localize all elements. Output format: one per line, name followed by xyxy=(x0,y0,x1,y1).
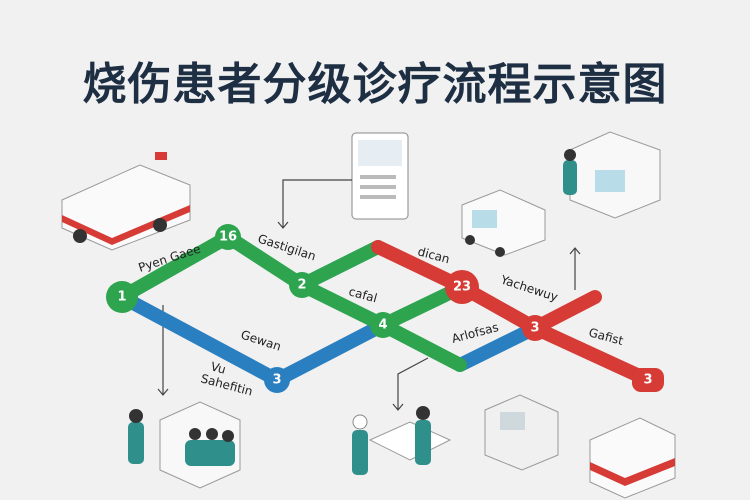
svg-text:23: 23 xyxy=(453,280,471,295)
green-route-2 xyxy=(295,240,385,292)
treatment-room-illustration xyxy=(563,131,661,219)
svg-text:16: 16 xyxy=(219,230,237,245)
label-vu: Vu xyxy=(209,359,227,376)
blue-route-2 xyxy=(453,321,542,372)
node-3-end[interactable]: 3 xyxy=(632,368,664,392)
svg-text:1: 1 xyxy=(117,290,126,305)
patients-waiting-illustration xyxy=(128,401,241,489)
doctor-desk-illustration xyxy=(352,406,452,475)
red-route xyxy=(371,240,655,387)
arrow-down-icon xyxy=(392,357,429,411)
ambulance-bottom-illustration xyxy=(589,417,676,499)
node-1[interactable]: 1 xyxy=(106,281,138,313)
ambulance-illustration xyxy=(61,152,191,251)
arrow-down-icon xyxy=(277,179,352,229)
label-gewan: Gewan xyxy=(239,328,283,354)
node-3-blue[interactable]: 3 xyxy=(264,367,290,393)
label-gafist: Gafist xyxy=(587,325,625,348)
svg-text:2: 2 xyxy=(297,278,306,293)
node-16[interactable]: 16 xyxy=(215,224,241,250)
medical-equipment-illustration xyxy=(484,394,559,471)
svg-text:3: 3 xyxy=(530,321,539,336)
node-3-red[interactable]: 3 xyxy=(522,315,548,341)
label-sahefitin: Sahefitin xyxy=(199,371,254,398)
node-4[interactable]: 4 xyxy=(370,312,396,338)
label-yachewuy: Yachewuy xyxy=(498,272,560,304)
page-title: 烧伤患者分级诊疗流程示意图 xyxy=(82,59,668,110)
phone-form-illustration xyxy=(351,132,409,220)
svg-text:3: 3 xyxy=(643,373,652,388)
svg-text:4: 4 xyxy=(378,318,387,333)
svg-text:3: 3 xyxy=(272,373,281,388)
node-2[interactable]: 2 xyxy=(289,272,315,298)
node-23[interactable]: 23 xyxy=(445,270,479,304)
arrow-up-icon xyxy=(569,247,581,290)
bus-illustration xyxy=(461,189,546,257)
